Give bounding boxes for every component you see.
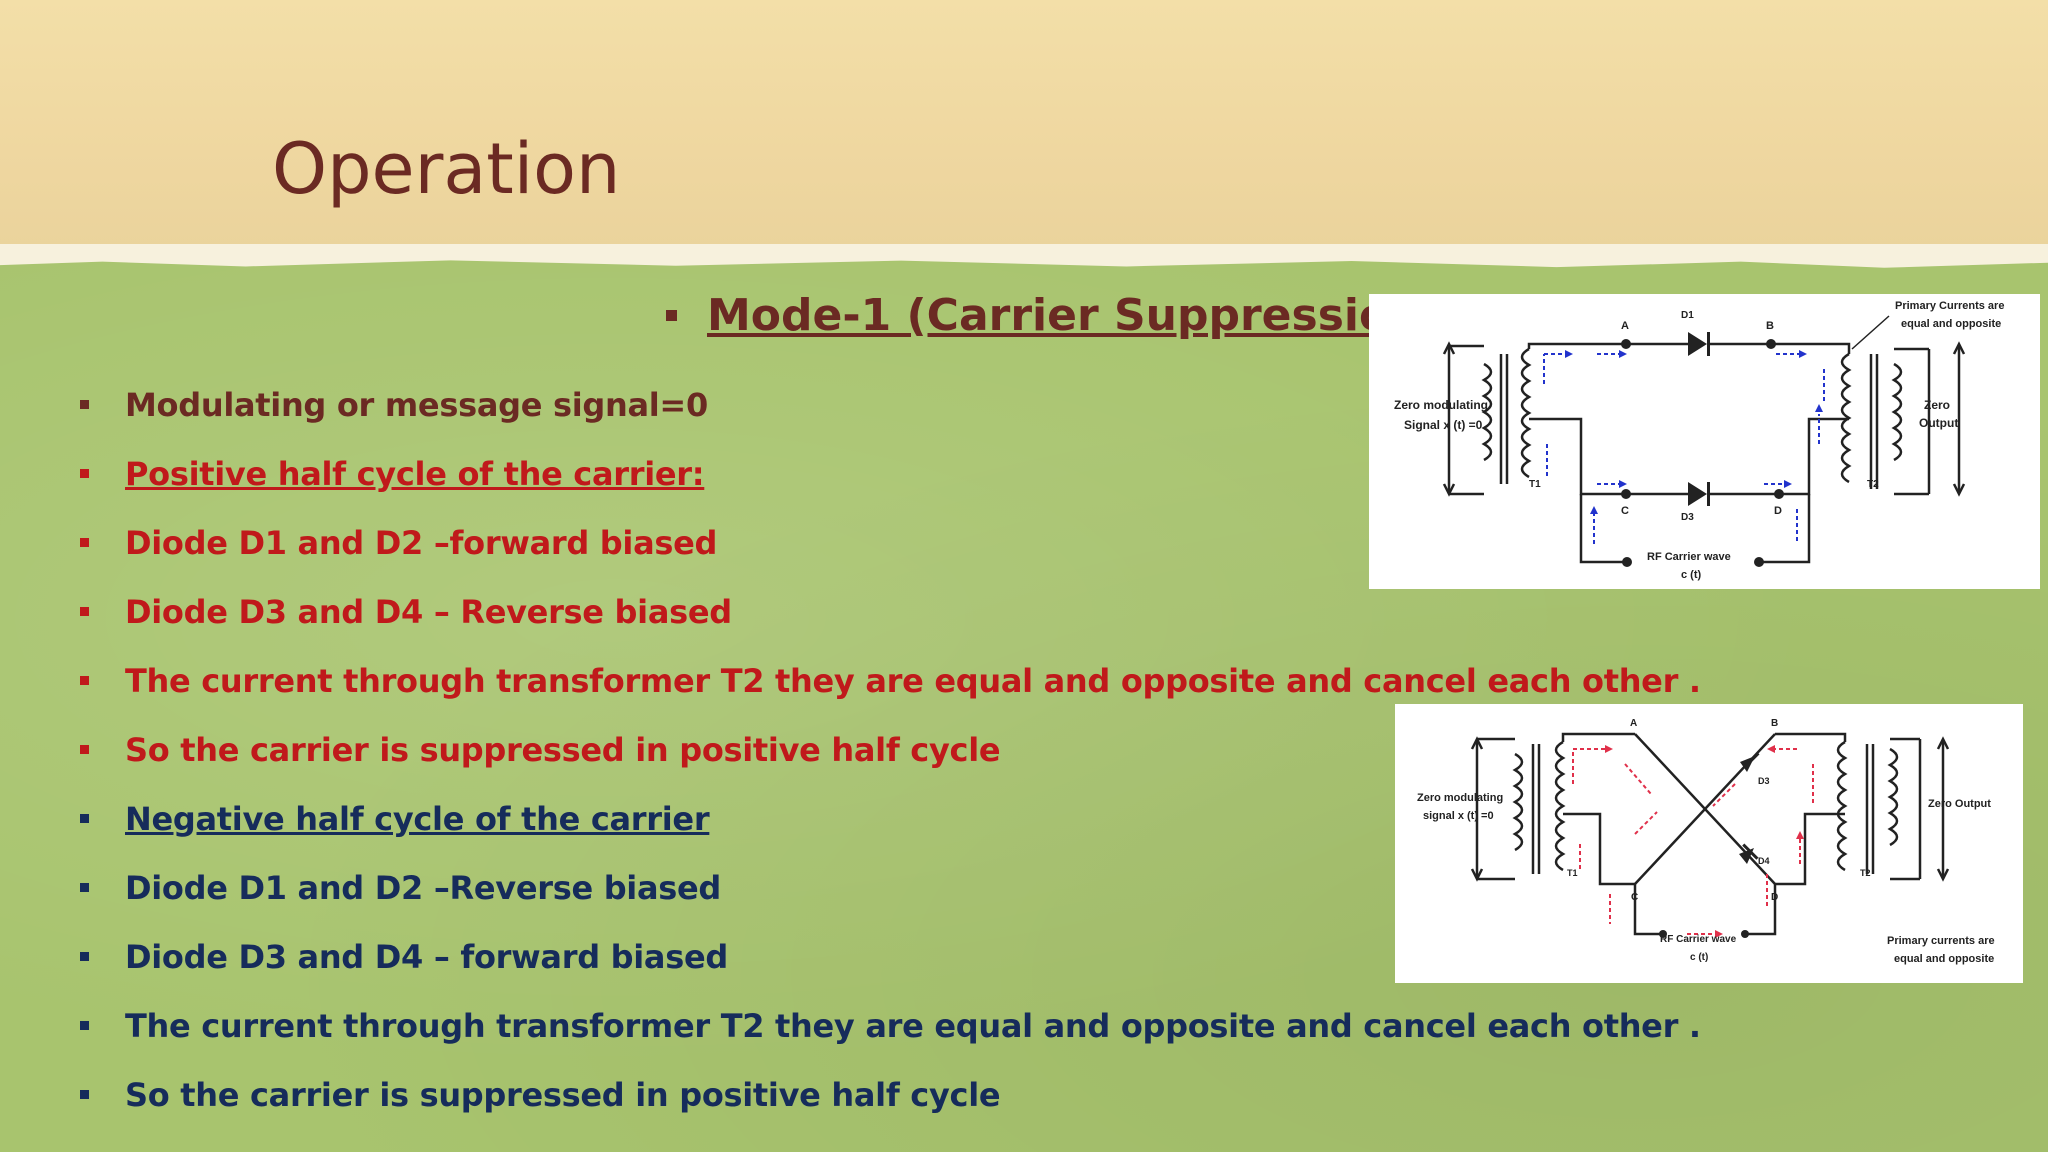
list-item: Diode D1 and D2 –forward biased: [80, 508, 1701, 577]
label-node-b-2: B: [1771, 718, 1778, 729]
list-item: Modulating or message signal=0: [80, 370, 1701, 439]
list-item-text: So the carrier is suppressed in positive…: [125, 730, 1001, 769]
list-item: Negative half cycle of the carrier: [80, 784, 1701, 853]
label-t2: T2: [1867, 479, 1879, 490]
label-signal-zero-2: signal x (t) =0: [1423, 810, 1494, 822]
label-primary-currents-2: Primary currents are: [1887, 935, 1995, 947]
list-item: The current through transformer T2 they …: [80, 991, 1701, 1060]
label-equal-opposite: equal and opposite: [1901, 318, 2001, 330]
list-item: Diode D1 and D2 –Reverse biased: [80, 853, 1701, 922]
slide-title: Operation: [272, 128, 621, 210]
list-item-text: Positive half cycle of the carrier:: [125, 454, 705, 493]
list-item: So the carrier is suppressed in positive…: [80, 1060, 1701, 1129]
label-rf-carrier: RF Carrier wave: [1647, 551, 1731, 563]
circuit-diagram-svg: Zero modulating Signal x (t) =0 Primary …: [1394, 300, 2004, 581]
list-item-text: Diode D1 and D2 –forward biased: [125, 523, 718, 562]
label-primary-currents: Primary Currents are: [1895, 300, 2004, 312]
section-heading: Mode-1 (Carrier Suppression): [666, 290, 1441, 341]
label-rf-carrier-2: RF Carrier wave: [1660, 934, 1737, 945]
label-t2-2: T2: [1860, 868, 1871, 878]
bullet-icon: [80, 676, 89, 685]
bullet-icon: [80, 607, 89, 616]
bullet-icon: [80, 814, 89, 823]
bullet-icon: [80, 400, 89, 409]
bullet-icon: [80, 952, 89, 961]
list-item: Diode D3 and D4 – Reverse biased: [80, 577, 1701, 646]
bullet-icon: [80, 1021, 89, 1030]
list-item-text: Modulating or message signal=0: [125, 385, 708, 424]
list-item-text: Negative half cycle of the carrier: [125, 799, 710, 838]
list-item: Positive half cycle of the carrier:: [80, 439, 1701, 508]
list-item-text: Diode D3 and D4 – forward biased: [125, 937, 728, 976]
label-node-a-2: A: [1630, 718, 1637, 729]
bullet-icon: [80, 469, 89, 478]
label-d3-2: D3: [1758, 776, 1770, 786]
label-ct: c (t): [1681, 569, 1702, 581]
label-node-c: C: [1621, 505, 1629, 517]
label-d1: D1: [1681, 310, 1694, 321]
label-node-d-2: D: [1771, 892, 1778, 903]
label-node-b: B: [1766, 320, 1774, 332]
label-t1-2: T1: [1567, 868, 1578, 878]
label-output: Output: [1919, 416, 1958, 430]
list-item: So the carrier is suppressed in positive…: [80, 715, 1701, 784]
label-node-d: D: [1774, 505, 1782, 517]
label-zero-modulating-2: Zero modulating: [1417, 792, 1503, 804]
label-d4-2: D4: [1758, 856, 1770, 866]
bullet-icon: [80, 745, 89, 754]
bullet-icon: [80, 1090, 89, 1099]
label-t1: T1: [1529, 479, 1541, 490]
bullet-list: Modulating or message signal=0 Positive …: [80, 370, 1701, 1129]
label-zero-modulating: Zero modulating: [1394, 398, 1488, 412]
label-zero: Zero: [1924, 398, 1950, 412]
label-node-c-2: C: [1631, 892, 1638, 903]
label-zero-output: Zero Output: [1928, 798, 1991, 810]
list-item: Diode D3 and D4 – forward biased: [80, 922, 1701, 991]
list-item-text: The current through transformer T2 they …: [125, 661, 1701, 700]
label-node-a: A: [1621, 320, 1629, 332]
label-ct-2: c (t): [1690, 952, 1708, 963]
label-equal-opposite-2: equal and opposite: [1894, 953, 1994, 965]
label-signal-zero: Signal x (t) =0: [1404, 418, 1483, 432]
list-item-text: Diode D3 and D4 – Reverse biased: [125, 592, 732, 631]
circuit-diagram-svg-2: Zero modulating signal x (t) =0 Zero Out…: [1417, 718, 1995, 965]
circuit-diagram-positive-cycle: Zero modulating Signal x (t) =0 Primary …: [1369, 294, 2040, 589]
title-band: [0, 0, 2048, 252]
bullet-icon: [80, 538, 89, 547]
list-item-text: So the carrier is suppressed in positive…: [125, 1075, 1001, 1114]
label-d3: D3: [1681, 512, 1694, 523]
heading-text: Mode-1 (Carrier Suppression): [707, 290, 1441, 341]
circuit-diagram-negative-cycle: Zero modulating signal x (t) =0 Zero Out…: [1395, 704, 2023, 983]
heading-bullet-icon: [666, 310, 677, 321]
bullet-icon: [80, 883, 89, 892]
list-item-text: Diode D1 and D2 –Reverse biased: [125, 868, 722, 907]
list-item-text: The current through transformer T2 they …: [125, 1006, 1701, 1045]
list-item: The current through transformer T2 they …: [80, 646, 1701, 715]
